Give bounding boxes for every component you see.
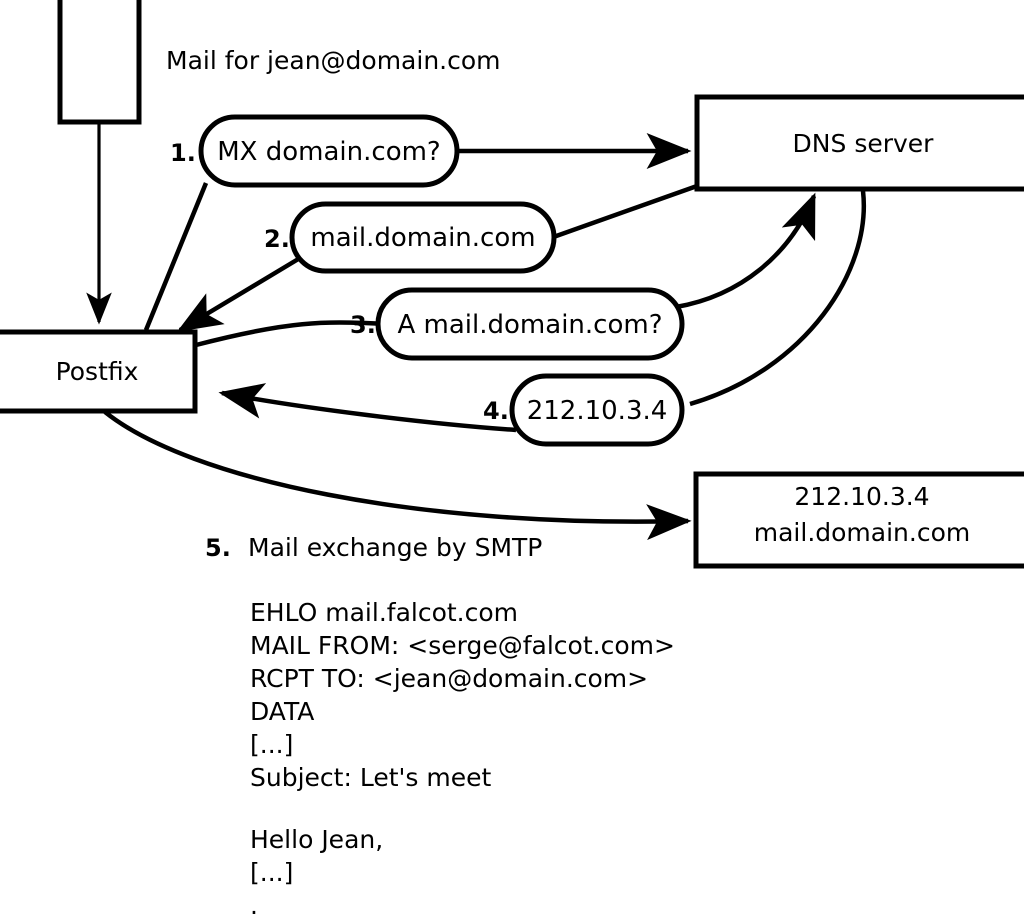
edge-step4-to-postfix [218, 383, 517, 433]
node-dns-server-label: DNS server [793, 129, 935, 158]
step-5-label: Mail exchange by SMTP [248, 533, 542, 562]
smtp-line: [...] [250, 858, 293, 887]
bubble-step-1 [198, 114, 460, 188]
step-2-number: 2. [264, 225, 290, 253]
bubble-step-4 [509, 373, 685, 447]
edge-step3-to-dns [675, 192, 817, 310]
node-postfix-label: Postfix [56, 357, 139, 386]
smtp-line: MAIL FROM: <serge@falcot.com> [250, 631, 675, 660]
smtp-line: . [250, 891, 258, 919]
smtp-line: RCPT TO: <jean@domain.com> [250, 664, 648, 693]
bubble-step-3 [375, 287, 685, 361]
step-5-number: 5. [205, 534, 231, 562]
step-3-number: 3. [350, 311, 376, 339]
bubble-step-3-label: A mail.domain.com? [398, 310, 663, 340]
edge-dns-to-step4 [689, 190, 867, 407]
bubble-step-4-label: 212.10.3.4 [527, 396, 668, 426]
bubble-step-2 [289, 201, 557, 274]
node-remote-mail-server-host: mail.domain.com [754, 518, 970, 547]
smtp-line: Hello Jean, [250, 825, 383, 854]
smtp-line: DATA [250, 697, 314, 726]
smtp-line: [...] [250, 730, 293, 759]
node-remote-mail-server [693, 471, 1024, 569]
smtp-transcript: EHLO mail.falcot.com MAIL FROM: <serge@f… [250, 598, 675, 919]
step-1-number: 1. [170, 139, 196, 167]
edge-postfix-to-step1 [143, 182, 209, 331]
diagram-title: Mail for jean@domain.com [166, 46, 501, 75]
node-sender-client [57, 0, 142, 125]
edge-dns-to-step2 [544, 183, 698, 243]
node-dns-server [694, 94, 1024, 192]
smtp-line: Subject: Let's meet [250, 763, 491, 792]
bubble-step-2-label: mail.domain.com [310, 223, 535, 253]
bubble-step-1-label: MX domain.com? [217, 137, 440, 167]
node-remote-mail-server-ip: 212.10.3.4 [794, 482, 929, 511]
smtp-line: EHLO mail.falcot.com [250, 598, 518, 627]
edge-step2-to-postfix [176, 256, 302, 332]
step-4-number: 4. [483, 397, 509, 425]
edge-postfix-to-step3 [195, 320, 393, 348]
node-postfix [0, 329, 198, 414]
edge-postfix-to-mailserver [103, 410, 692, 541]
